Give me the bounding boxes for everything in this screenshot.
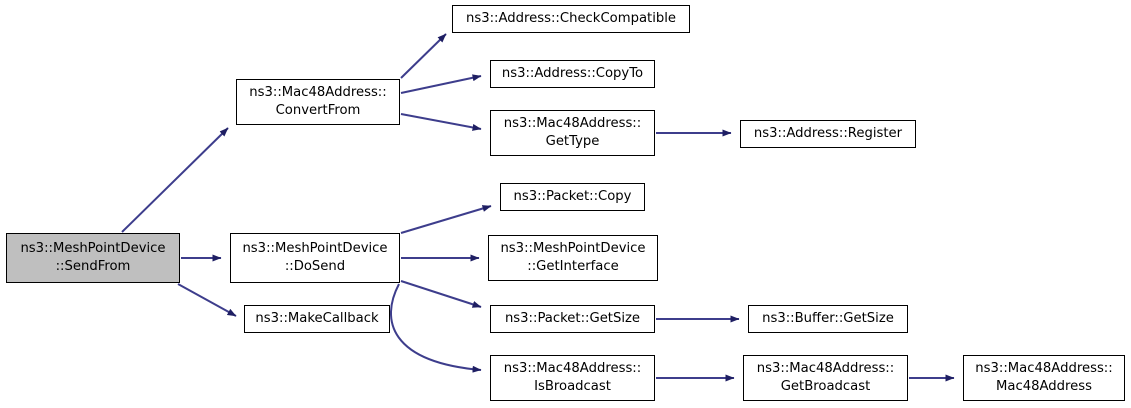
- graph-node-label: ns3::Packet::Copy: [513, 189, 632, 205]
- edge-dosend-packetcopy: [400, 205, 492, 234]
- graph-node-label: ns3::MeshPointDevice ::DoSend: [242, 241, 388, 274]
- graph-node-isbroadcast[interactable]: ns3::Mac48Address:: IsBroadcast: [490, 355, 655, 401]
- edge-convertfrom-checkcompatible: [400, 33, 447, 79]
- graph-node-label: ns3::MeshPointDevice ::SendFrom: [20, 241, 166, 274]
- graph-node-label: ns3::Mac48Address:: ConvertFrom: [249, 85, 387, 118]
- graph-node-checkcompatible[interactable]: ns3::Address::CheckCompatible: [452, 5, 690, 33]
- graph-node-label: ns3::Mac48Address:: GetBroadcast: [756, 361, 895, 394]
- graph-node-label: ns3::Address::CopyTo: [501, 66, 644, 82]
- graph-node-label: ns3::Packet::GetSize: [504, 311, 641, 327]
- edge-dosend-isbroadcast: [390, 283, 482, 373]
- graph-node-buffergetsize[interactable]: ns3::Buffer::GetSize: [748, 305, 908, 333]
- graph-node-mac48address[interactable]: ns3::Mac48Address:: Mac48Address: [963, 355, 1125, 401]
- graph-node-packetgetsize[interactable]: ns3::Packet::GetSize: [490, 305, 655, 333]
- graph-node-label: ns3::Address::CheckCompatible: [465, 11, 677, 27]
- graph-node-getbroadcast[interactable]: ns3::Mac48Address:: GetBroadcast: [743, 355, 908, 401]
- edge-sendfrom-makecallback: [177, 283, 237, 317]
- graph-node-getinterface[interactable]: ns3::MeshPointDevice ::GetInterface: [488, 235, 658, 281]
- graph-node-label: ns3::MakeCallback: [255, 311, 379, 327]
- graph-node-gettype[interactable]: ns3::Mac48Address:: GetType: [490, 110, 655, 156]
- graph-node-label: ns3::Buffer::GetSize: [762, 311, 894, 327]
- edge-sendfrom-convertfrom: [121, 127, 229, 233]
- graph-node-convertfrom[interactable]: ns3::Mac48Address:: ConvertFrom: [236, 79, 400, 125]
- graph-node-label: ns3::Mac48Address:: IsBroadcast: [503, 361, 642, 394]
- edge-convertfrom-gettype: [400, 113, 482, 131]
- graph-node-sendfrom[interactable]: ns3::MeshPointDevice ::SendFrom: [6, 233, 180, 283]
- edge-convertfrom-copyto: [400, 74, 482, 94]
- graph-node-makecallback[interactable]: ns3::MakeCallback: [244, 305, 390, 333]
- graph-node-label: ns3::MeshPointDevice ::GetInterface: [500, 241, 646, 274]
- graph-node-copyto[interactable]: ns3::Address::CopyTo: [490, 60, 655, 88]
- graph-node-label: ns3::Address::Register: [753, 126, 903, 142]
- graph-node-label: ns3::Mac48Address:: Mac48Address: [975, 361, 1113, 394]
- graph-node-dosend[interactable]: ns3::MeshPointDevice ::DoSend: [230, 233, 400, 283]
- edge-dosend-packetgetsize: [400, 280, 482, 308]
- graph-node-register[interactable]: ns3::Address::Register: [740, 120, 916, 148]
- graph-node-label: ns3::Mac48Address:: GetType: [503, 116, 642, 149]
- graph-node-packetcopy[interactable]: ns3::Packet::Copy: [500, 183, 645, 211]
